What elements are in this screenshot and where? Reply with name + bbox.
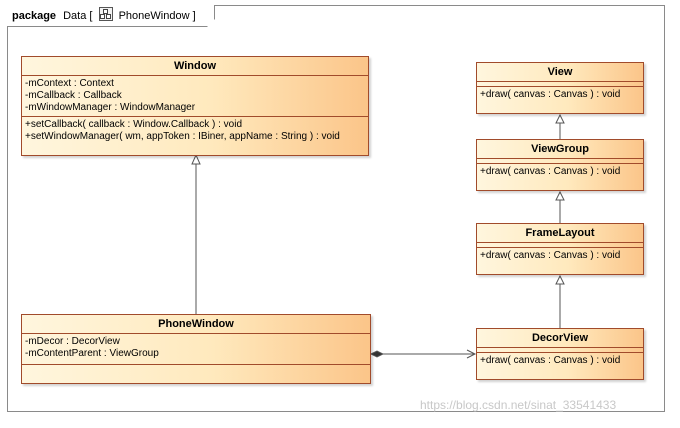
generalization-arrowhead [555,190,565,201]
class-view[interactable]: View +draw( canvas : Canvas ) : void [476,62,644,114]
attribute: -mDecor : DecorView [25,336,120,347]
operation: +setCallback( callback : Window.Callback… [25,119,243,130]
class-name: ViewGroup [531,143,589,155]
class-viewgroup[interactable]: ViewGroup +draw( canvas : Canvas ) : voi… [476,139,644,191]
operations-section: +draw( canvas : Canvas ) : void [477,163,643,180]
close-bracket: ] [192,10,196,22]
class-decorview[interactable]: DecorView +draw( canvas : Canvas ) : voi… [476,328,644,380]
class-framelayout[interactable]: FrameLayout +draw( canvas : Canvas ) : v… [476,223,644,275]
attributes-section: -mDecor : DecorView -mContentParent : Vi… [22,333,370,364]
attribute: -mWindowManager : WindowManager [25,102,196,113]
generalization-arrowhead [555,274,565,285]
class-name: FrameLayout [525,227,595,239]
operation: +draw( canvas : Canvas ) : void [480,166,621,177]
operations-section: +draw( canvas : Canvas ) : void [477,86,643,103]
attributes-section: -mContext : Context -mCallback : Callbac… [22,75,368,116]
class-window[interactable]: Window -mContext : Context -mCallback : … [21,56,369,156]
attributes-section [477,242,643,247]
diagram-name: PhoneWindow [118,10,190,22]
attribute: -mContext : Context [25,78,114,89]
package-tab: package Data [ PhoneWindow ] [7,5,215,27]
operation: +setWindowManager( wm, appToken : IBiner… [25,131,340,142]
watermark: https://blog.csdn.net/sinat_33541433 [420,398,617,412]
class-name: Window [173,60,217,72]
composition-diamond [369,350,385,358]
attributes-section [477,158,643,163]
operation: +draw( canvas : Canvas ) : void [480,250,621,261]
operation: +draw( canvas : Canvas ) : void [480,89,621,100]
attributes-section [477,347,643,352]
generalization-arrowhead [191,153,201,165]
package-name: Data [63,10,87,22]
attribute: -mCallback : Callback [25,90,122,101]
attribute: -mContentParent : ViewGroup [25,348,159,359]
class-name: View [547,66,573,78]
open-bracket: [ [89,10,93,22]
package-keyword: package [12,10,57,22]
generalization-arrowhead [555,113,565,124]
class-name: PhoneWindow [158,318,234,330]
operations-section [22,364,370,379]
class-name: DecorView [531,332,589,344]
operations-section: +draw( canvas : Canvas ) : void [477,247,643,264]
class-diagram-icon [98,7,113,21]
operation: +draw( canvas : Canvas ) : void [480,355,621,366]
navigable-arrowhead [466,349,477,359]
attributes-section [477,81,643,86]
package-frame [7,5,665,412]
class-phonewindow[interactable]: PhoneWindow -mDecor : DecorView -mConten… [21,314,371,384]
operations-section: +draw( canvas : Canvas ) : void [477,352,643,369]
operations-section: +setCallback( callback : Window.Callback… [22,116,368,145]
